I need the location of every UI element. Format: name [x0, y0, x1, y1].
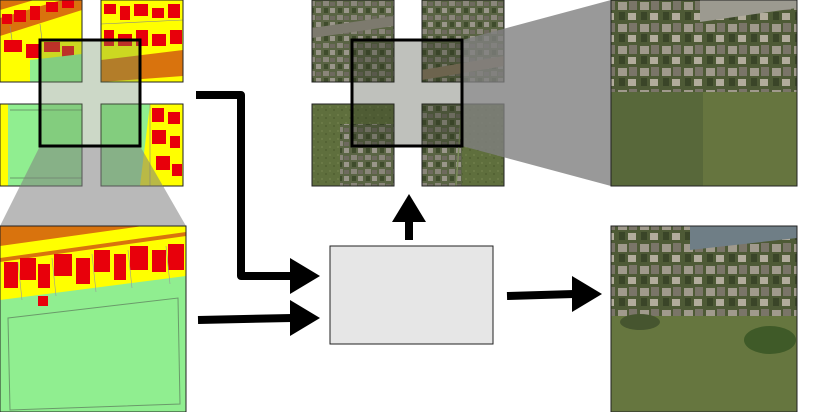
aerial-zoomed-ground-truth-border [610, 0, 798, 187]
process-box [329, 245, 494, 345]
aerial-selection-box [350, 38, 464, 148]
arrow-process-to-output [506, 276, 602, 312]
arrow-process-to-aerial-tiles [392, 194, 426, 240]
map-zoomed-tile [0, 226, 186, 412]
arrow-zoomed-map-to-process [197, 300, 320, 336]
map-zoom-shade [0, 146, 186, 226]
map-tile-top-right [101, 0, 183, 82]
aerial-selection-shade [352, 40, 462, 146]
aerial-zoom-shade [462, 0, 611, 186]
arrow-map-tiles-to-process [196, 91, 320, 294]
map-selection-box [38, 38, 142, 148]
aerial-generated-output-border [610, 225, 798, 412]
aerial-zoomed-ground-truth [611, 0, 797, 186]
aerial-generated-output [611, 226, 797, 412]
map-zoomed-tile-border [0, 225, 187, 412]
map-selection-shade [40, 40, 140, 146]
